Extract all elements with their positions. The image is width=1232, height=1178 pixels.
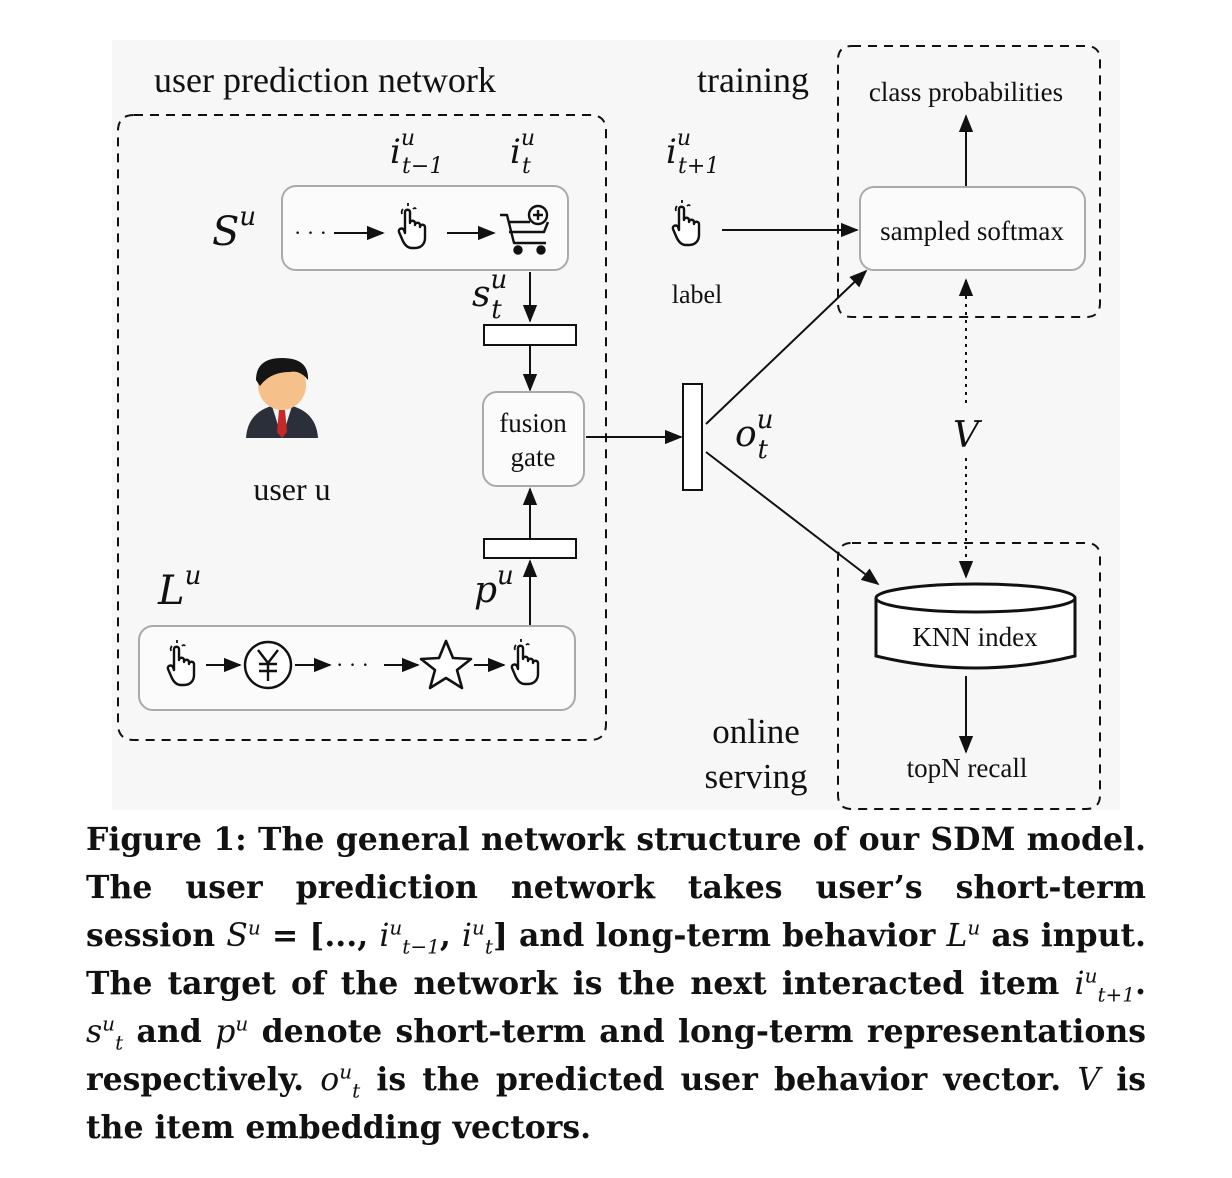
long-term-representation-symbol: pu <box>474 561 514 611</box>
short-term-vector <box>483 324 577 346</box>
knn-index-cylinder <box>874 582 1077 670</box>
online-serving-box <box>837 542 1101 810</box>
long-term-behavior-symbol: Lu <box>157 561 201 614</box>
output-to-softmax-arrow <box>705 269 868 425</box>
label-text: label <box>672 280 723 309</box>
online-label: online <box>712 712 799 751</box>
long-term-vector <box>483 538 577 559</box>
training-label: training <box>697 60 809 100</box>
user-prediction-network-title: user prediction network <box>154 60 496 100</box>
fusion-gate-label-1: fusion <box>499 408 567 438</box>
item-embedding-symbol: V <box>953 415 983 456</box>
topn-recall-label: topN recall <box>907 753 1028 783</box>
figure-caption: Figure 1: The general network structure … <box>86 821 1147 1146</box>
serving-label: serving <box>704 757 807 796</box>
long-term-behavior-box <box>138 625 576 711</box>
short-term-session-symbol: Su <box>212 202 256 255</box>
class-probabilities-label: class probabilities <box>869 77 1063 107</box>
session-ellipsis: · · · <box>294 220 327 245</box>
behavior-ellipsis: · · · <box>336 652 369 677</box>
fusion-gate-label-2: gate <box>511 442 556 472</box>
knn-index-label: KNN index <box>912 622 1038 652</box>
hand-pointer-icon <box>671 198 701 247</box>
businessman-avatar-icon <box>246 358 318 438</box>
yuan-coin-icon <box>243 640 293 690</box>
sampled-softmax-label: sampled softmax <box>880 216 1064 246</box>
sampled-softmax-box <box>859 186 1086 271</box>
output-vector <box>682 383 703 491</box>
star-outline-icon <box>419 639 473 690</box>
user-prediction-network-box <box>117 114 607 741</box>
user-u-label: user u <box>253 471 330 507</box>
output-to-knn-arrow <box>705 451 880 586</box>
shopping-cart-icon <box>500 204 550 255</box>
fusion-gate-box <box>482 391 585 487</box>
training-box <box>837 45 1101 318</box>
